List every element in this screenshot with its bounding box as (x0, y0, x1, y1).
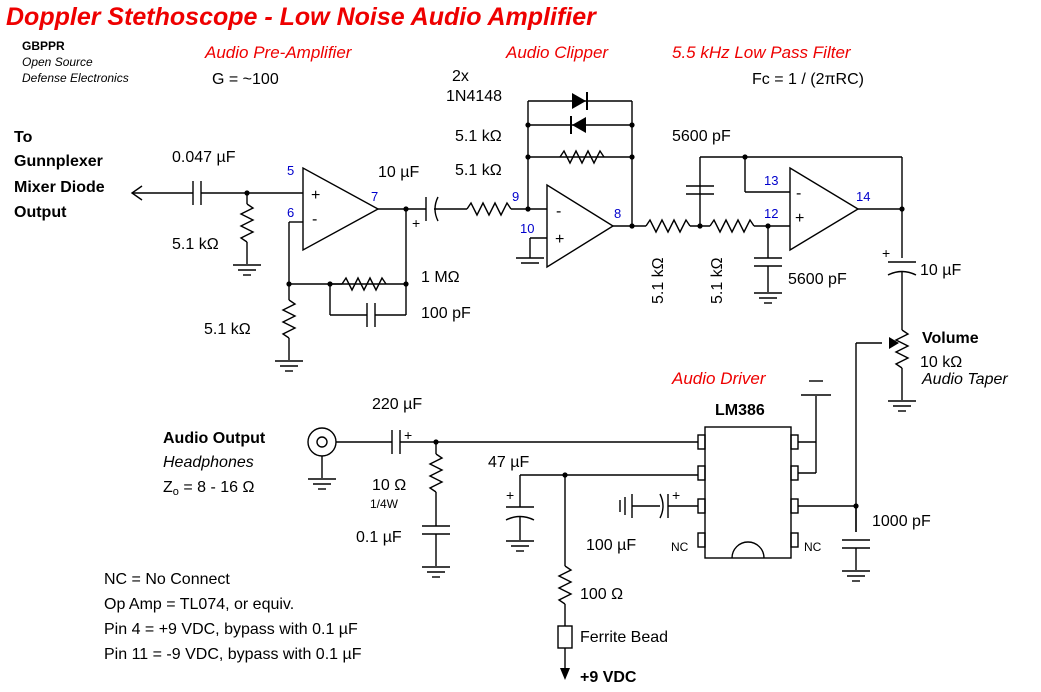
r-fb-label: 1 MΩ (421, 269, 460, 286)
pin-13: 13 (764, 173, 778, 188)
svg-text:+: + (412, 215, 420, 231)
svg-text:+: + (672, 487, 680, 503)
input-label-4: Output (14, 204, 67, 221)
lpf-heading: 5.5 kHz Low Pass Filter (672, 43, 852, 62)
c-out-label: 10 µF (920, 262, 961, 279)
svg-text:+: + (795, 210, 804, 227)
pin-6: 6 (287, 205, 294, 220)
c-lpf-gnd-label: 5600 pF (788, 271, 847, 288)
c-fb-label: 100 pF (421, 305, 471, 322)
pot-name-label: Volume (922, 330, 979, 347)
svg-text:+: + (311, 187, 320, 204)
c-lpf-top-label: 5600 pF (672, 128, 731, 145)
output-impedance: Zo = 8 - 16 Ω (163, 479, 255, 498)
r-100-label: 100 Ω (580, 586, 623, 603)
svg-text:-: - (312, 211, 317, 228)
input-label-2: Gunnplexer (14, 153, 103, 170)
pin-9: 9 (512, 189, 519, 204)
r-10-power-label: 1/4W (370, 497, 399, 511)
r-clip-fb-label: 5.1 kΩ (455, 162, 502, 179)
c-1000-label: 1000 pF (872, 513, 931, 530)
credit-line-1: GBPPR (22, 39, 65, 53)
output-sub-label: Headphones (163, 454, 254, 471)
diagram-title: Doppler Stethoscope - Low Noise Audio Am… (6, 3, 597, 31)
driver-heading: Audio Driver (671, 369, 767, 388)
ic-driver-label: LM386 (715, 402, 765, 419)
pin-14: 14 (856, 189, 870, 204)
r-clip-in-label: 5.1 kΩ (455, 128, 502, 145)
driver-wiring (307, 394, 870, 668)
note-1: NC = No Connect (104, 571, 230, 588)
svg-text:+: + (555, 231, 564, 248)
svg-text:+: + (506, 487, 514, 503)
r-lpf1-label: 5.1 kΩ (650, 257, 667, 304)
input-label-1: To (14, 129, 33, 146)
clipper-heading: Audio Clipper (505, 43, 609, 62)
pin-12: 12 (764, 206, 778, 221)
note-4: Pin 11 = -9 VDC, bypass with 0.1 µF (104, 646, 362, 663)
supply-label: +9 VDC (580, 669, 637, 686)
preamp-heading: Audio Pre-Amplifier (204, 43, 353, 62)
diodes-count-label: 2x (452, 68, 469, 85)
r-in-label: 5.1 kΩ (172, 236, 219, 253)
c-220-label: 220 µF (372, 396, 422, 413)
nc-right-label: NC (804, 540, 822, 554)
c-couple-label: 10 µF (378, 164, 419, 181)
clipper-wiring (516, 100, 917, 532)
diodes-label: 1N4148 (446, 88, 502, 105)
ferrite-label: Ferrite Bead (580, 629, 668, 646)
svg-text:+: + (882, 245, 890, 261)
output-label: Audio Output (163, 430, 266, 447)
r-10-label: 10 Ω (372, 477, 406, 494)
pot-value-label: 10 kΩ (920, 354, 962, 371)
c-01-label: 0.1 µF (356, 529, 402, 546)
preamp-gain: G = ~100 (212, 71, 279, 88)
credit-line-3: Defense Electronics (22, 71, 129, 85)
credit-line-2: Open Source (22, 55, 93, 69)
pin-8: 8 (614, 206, 621, 221)
pin-7: 7 (371, 189, 378, 204)
pin-5: 5 (287, 163, 294, 178)
c-in-label: 0.047 µF (172, 149, 236, 166)
c-100-label: 100 µF (586, 537, 636, 554)
c-47-label: 47 µF (488, 454, 529, 471)
svg-text:-: - (556, 203, 561, 220)
r-gnd-label: 5.1 kΩ (204, 321, 251, 338)
note-3: Pin 4 = +9 VDC, bypass with 0.1 µF (104, 621, 358, 638)
pot-taper-label: Audio Taper (921, 371, 1008, 388)
lpf-formula: Fc = 1 / (2πRC) (752, 71, 864, 88)
preamp-wiring (130, 166, 547, 360)
svg-text:+: + (404, 427, 412, 443)
pin-10: 10 (520, 221, 534, 236)
svg-text:-: - (796, 185, 801, 202)
nc-left-label: NC (671, 540, 689, 554)
r-lpf2-label: 5.1 kΩ (709, 257, 726, 304)
input-label-3: Mixer Diode (14, 179, 105, 196)
note-2: Op Amp = TL074, or equiv. (104, 596, 294, 613)
